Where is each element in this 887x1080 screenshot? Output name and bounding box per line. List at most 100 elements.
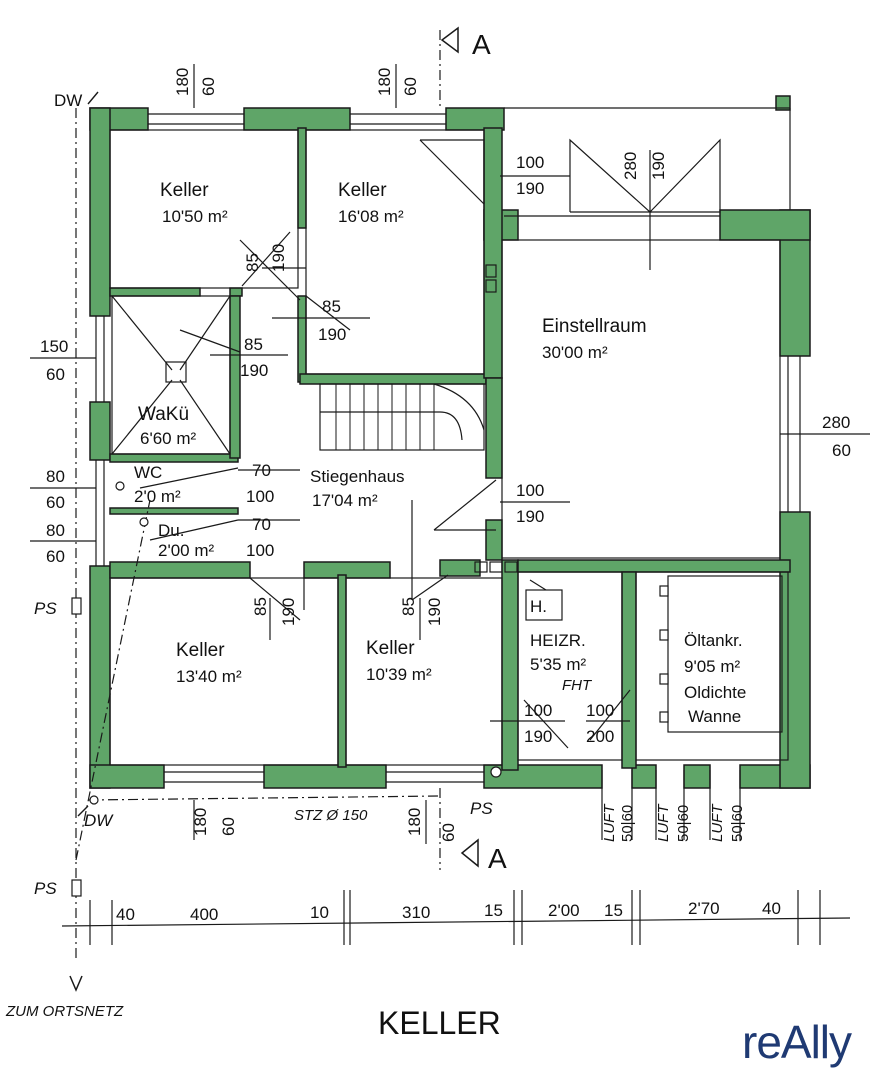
opening-d-heiz2-a: 100 xyxy=(586,701,614,720)
dim-chain-8: 40 xyxy=(762,899,781,918)
opening-w1-b: 60 xyxy=(199,77,218,96)
opening-w-du-b: 60 xyxy=(46,547,65,566)
opening-d-kn2-b: 190 xyxy=(318,325,346,344)
fraction-lines xyxy=(30,64,870,844)
room-waku-name: WaKü xyxy=(138,404,189,425)
room-keller-n-name: Keller xyxy=(338,180,387,201)
dim-chain-2: 10 xyxy=(310,903,329,922)
walls xyxy=(89,95,811,789)
luft-2-label: LUFT xyxy=(655,803,672,842)
room-keller-n-area: 16'08 m² xyxy=(338,207,404,226)
ortsnetz-arrow-icon xyxy=(69,975,83,992)
room-einstell-area: 30'00 m² xyxy=(542,343,608,362)
dimension-chain-lines xyxy=(61,890,851,945)
opening-w1: 180 60 xyxy=(173,68,218,96)
room-oeltank-line3: Oldichte xyxy=(684,683,746,702)
opening-d-einstell-b: 190 xyxy=(516,507,544,526)
opening-w-east-a: 280 xyxy=(822,413,850,432)
opening-garage-a: 280 xyxy=(621,152,640,180)
opening-w-wc-a: 80 xyxy=(46,467,65,486)
room-keller-nw-area: 10'50 m² xyxy=(162,207,228,226)
opening-w1-a: 180 xyxy=(173,68,192,96)
opening-d-kn2-a: 85 xyxy=(322,297,341,316)
opening-d-ks-b: 190 xyxy=(425,598,444,626)
opening-d-waku-b: 190 xyxy=(240,361,268,380)
luft-1: LUFT 50|60 xyxy=(601,803,636,842)
opening-d-knw: 85 190 xyxy=(243,244,288,272)
room-heizr-name: HEIZR. xyxy=(530,631,586,650)
dim-chain-0: 40 xyxy=(116,905,135,924)
room-waku-area: 6'60 m² xyxy=(140,429,196,448)
opening-d-heiz1-a: 100 xyxy=(524,701,552,720)
luft-2: LUFT 50|60 xyxy=(655,803,692,842)
opening-d-ks-a: 85 xyxy=(399,597,418,616)
opening-w-s2: 180 60 xyxy=(405,808,458,842)
opening-w2-b: 60 xyxy=(401,77,420,96)
luft-3: LUFT 50|60 xyxy=(709,803,746,842)
service-lines xyxy=(75,30,441,960)
room-keller-sw-area: 13'40 m² xyxy=(176,667,242,686)
opening-d-ks: 85 190 xyxy=(399,597,444,626)
circles xyxy=(89,481,502,805)
stz-label: STZ Ø 150 xyxy=(294,807,368,824)
opening-w-s1: 180 60 xyxy=(191,808,238,836)
room-heizr-note: FHT xyxy=(562,677,593,694)
dim-chain-3: 310 xyxy=(402,903,430,922)
dw-top: DW xyxy=(54,91,82,110)
opening-w-du-a: 80 xyxy=(46,521,65,540)
luft-1-label: LUFT xyxy=(601,803,618,842)
opening-d-du-a: 70 xyxy=(252,515,271,534)
opening-d-kn-b: 190 xyxy=(516,179,544,198)
dim-chain-4: 15 xyxy=(484,901,503,920)
room-oeltank-name: Öltankr. xyxy=(684,631,743,650)
opening-w-east-b: 60 xyxy=(832,441,851,460)
room-stiegenhaus-area: 17'04 m² xyxy=(312,491,378,510)
dw-bottom: DW xyxy=(84,811,114,830)
section-marker-bottom: A xyxy=(488,843,507,874)
opening-d-kn-a: 100 xyxy=(516,153,544,172)
opening-d-wc-b: 100 xyxy=(246,487,274,506)
opening-w-s2-a: 180 xyxy=(405,808,424,836)
ps-south: PS xyxy=(470,799,493,818)
dim-chain-1: 400 xyxy=(190,905,218,924)
opening-d-heiz1-b: 190 xyxy=(524,727,552,746)
room-keller-nw-name: Keller xyxy=(160,180,209,201)
room-wc-name: WC xyxy=(134,463,162,482)
opening-garage-b: 190 xyxy=(649,152,668,180)
room-oeltank-area: 9'05 m² xyxy=(684,657,740,676)
luft-1-value: 50|60 xyxy=(619,805,636,842)
dim-chain-7: 2'70 xyxy=(688,899,720,918)
luft-3-value: 50|60 xyxy=(729,805,746,842)
room-keller-s-area: 10'39 m² xyxy=(366,665,432,684)
room-du-area: 2'00 m² xyxy=(158,541,214,560)
opening-d-waku-a: 85 xyxy=(244,335,263,354)
room-stiegenhaus-name: Stiegenhaus xyxy=(310,467,405,486)
opening-d-knw-a: 85 xyxy=(243,253,262,272)
dim-chain-6: 15 xyxy=(604,901,623,920)
section-marker-top: A xyxy=(472,29,491,60)
room-oeltank-line4: Wanne xyxy=(688,707,741,726)
opening-garage: 280 190 xyxy=(621,152,668,180)
plan-title: KELLER xyxy=(378,1005,501,1041)
room-du-name: Du. xyxy=(158,521,184,540)
opening-w-wc-b: 60 xyxy=(46,493,65,512)
ortsnetz-label: ZUM ORTSNETZ xyxy=(5,1003,124,1020)
room-keller-sw-name: Keller xyxy=(176,640,225,661)
opening-w-west-b: 60 xyxy=(46,365,65,384)
room-einstell-name: Einstellraum xyxy=(542,316,647,337)
room-wc-area: 2'0 m² xyxy=(134,487,181,506)
ps-low: PS xyxy=(34,879,57,898)
opening-w2: 180 60 xyxy=(375,68,420,96)
linework xyxy=(95,107,801,840)
ps-mid: PS xyxy=(34,599,57,618)
opening-d-heiz2-b: 200 xyxy=(586,727,614,746)
heiz-box-label: H. xyxy=(530,597,547,616)
opening-w-west-a: 150 xyxy=(40,337,68,356)
room-heizr-area: 5'35 m² xyxy=(530,655,586,674)
opening-d-ksw: 85 190 xyxy=(251,597,298,626)
opening-d-knw-b: 190 xyxy=(269,244,288,272)
opening-d-wc-a: 70 xyxy=(252,461,271,480)
luft-3-label: LUFT xyxy=(709,803,726,842)
opening-w-s1-a: 180 xyxy=(191,808,210,836)
